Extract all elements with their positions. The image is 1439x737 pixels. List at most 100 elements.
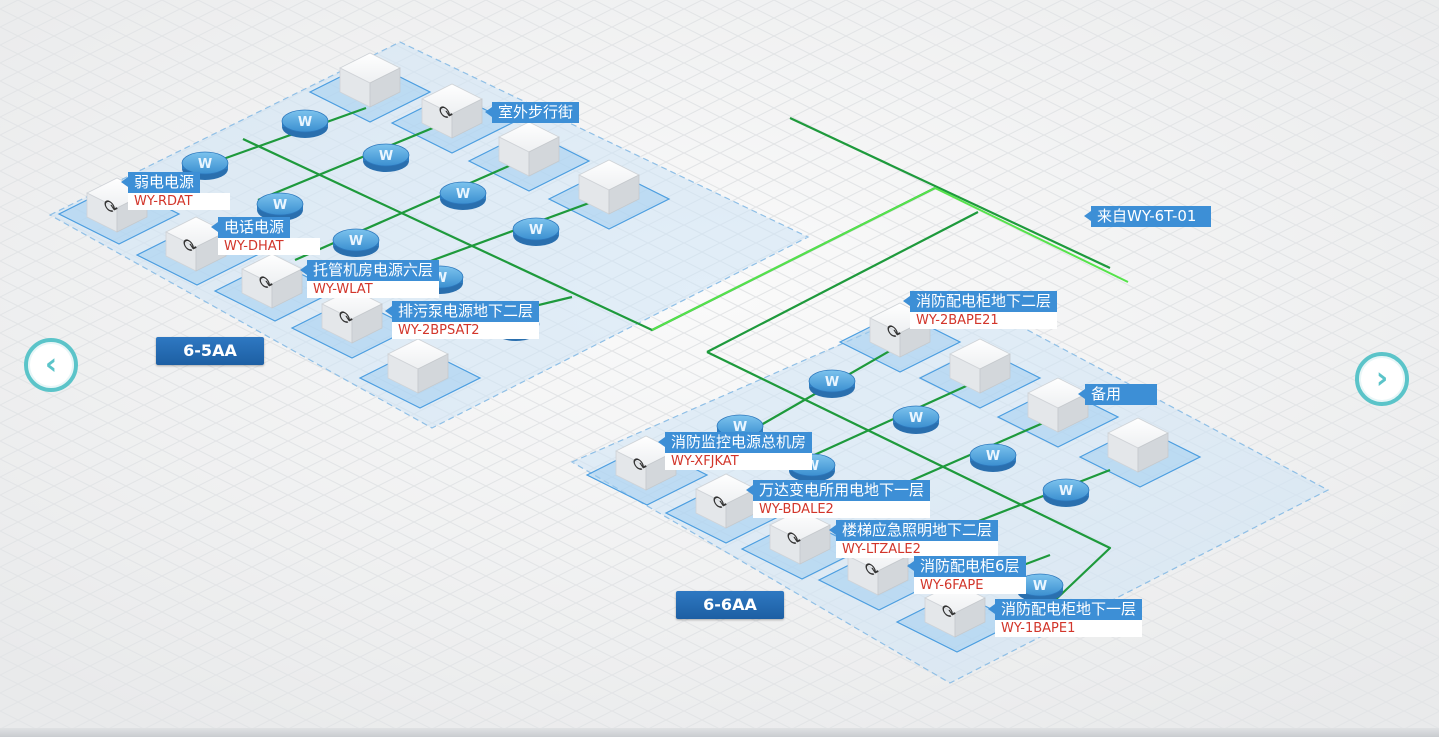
callout-pointer bbox=[121, 177, 128, 187]
outdoor-label[interactable]: 室外步行街 bbox=[485, 102, 580, 123]
w-glyph: W bbox=[273, 198, 287, 213]
router-icon: W bbox=[808, 369, 856, 398]
device-label[interactable]: 电话电源 WY-DHAT bbox=[211, 217, 320, 255]
refresh-icon: ⟳ bbox=[713, 490, 727, 517]
zone-label-6-5AA[interactable]: 6-5AA bbox=[156, 337, 264, 365]
power-line bbox=[706, 211, 979, 353]
refresh-icon: ⟳ bbox=[865, 557, 879, 584]
router-icon: W bbox=[1016, 573, 1064, 602]
device-label[interactable]: 托管机房电源六层 WY-WLAT bbox=[300, 260, 440, 298]
device-label[interactable]: 消防配电柜地下二层 WY-2BAPE21 bbox=[903, 291, 1058, 329]
cabinet-device bbox=[339, 52, 401, 108]
w-glyph: W bbox=[825, 375, 839, 390]
device-name: 楼梯应急照明地下二层 bbox=[836, 520, 999, 541]
router-icon: W bbox=[892, 405, 940, 434]
device-code: WY-1BAPE1 bbox=[995, 620, 1143, 637]
device-code: WY-6FAPE bbox=[914, 577, 1026, 594]
zone-platform-6-5AA bbox=[48, 41, 810, 429]
switch-device: ⟳ bbox=[615, 435, 677, 491]
device-code: WY-XFJKAT bbox=[665, 453, 813, 470]
w-glyph: W bbox=[379, 149, 393, 164]
cabinet-device bbox=[387, 338, 449, 394]
device-name: 消防监控电源总机房 bbox=[665, 432, 813, 453]
w-glyph: W bbox=[298, 115, 312, 130]
incoming-feed-name: 来自WY-6T-01 bbox=[1091, 206, 1211, 227]
zone-label-6-6AA[interactable]: 6-6AA bbox=[676, 591, 784, 619]
device-name: 弱电电源 bbox=[128, 172, 201, 193]
device-name: 排污泵电源地下二层 bbox=[392, 301, 540, 322]
refresh-icon: ⟳ bbox=[339, 305, 353, 332]
cabinet-device bbox=[498, 121, 560, 177]
router-icon: W bbox=[969, 443, 1017, 472]
spare-label[interactable]: 备用 bbox=[1078, 384, 1157, 405]
device-code: WY-DHAT bbox=[218, 238, 320, 255]
refresh-icon: ⟳ bbox=[104, 194, 118, 221]
device-code: WY-RDAT bbox=[128, 193, 230, 210]
switch-device: ⟳ bbox=[421, 83, 483, 139]
w-glyph: W bbox=[198, 157, 212, 172]
callout-pointer bbox=[903, 296, 910, 306]
device-label[interactable]: 万达变电所用电地下一层 WY-BDALE2 bbox=[746, 480, 931, 518]
w-glyph: W bbox=[349, 234, 363, 249]
power-line bbox=[789, 117, 1111, 269]
power-line bbox=[789, 380, 976, 468]
router-icon: W bbox=[1042, 478, 1090, 507]
device-label[interactable]: 楼梯应急照明地下二层 WY-LTZALE2 bbox=[829, 520, 999, 558]
router-icon: W bbox=[362, 143, 410, 172]
device-code: WY-2BAPE21 bbox=[910, 312, 1058, 329]
callout-pointer bbox=[211, 222, 218, 232]
callout-pointer bbox=[1084, 211, 1091, 221]
refresh-icon: ⟳ bbox=[439, 100, 453, 127]
w-glyph: W bbox=[1059, 484, 1073, 499]
power-line bbox=[257, 123, 441, 202]
callout-pointer bbox=[746, 485, 753, 495]
router-icon: W bbox=[512, 217, 560, 246]
callout-pointer bbox=[1078, 389, 1085, 399]
device-name: 消防配电柜6层 bbox=[914, 556, 1026, 577]
callout-pointer bbox=[658, 437, 665, 447]
device-name: 消防配电柜地下一层 bbox=[995, 599, 1143, 620]
router-icon: W bbox=[181, 151, 229, 180]
callout-pointer bbox=[385, 306, 392, 316]
outdoor-name: 室外步行街 bbox=[492, 102, 580, 123]
device-name: 电话电源 bbox=[218, 217, 291, 238]
router-icon: W bbox=[281, 109, 329, 138]
w-glyph: W bbox=[456, 187, 470, 202]
refresh-icon: ⟳ bbox=[633, 452, 647, 479]
callout-pointer bbox=[300, 265, 307, 275]
cabinet-device bbox=[1027, 377, 1089, 433]
device-label[interactable]: 消防配电柜6层 WY-6FAPE bbox=[907, 556, 1026, 594]
device-code: WY-2BPSAT2 bbox=[392, 322, 540, 339]
chevron-left-icon: ‹ bbox=[44, 347, 58, 382]
next-page-button[interactable]: › bbox=[1355, 352, 1409, 406]
device-code: WY-WLAT bbox=[307, 281, 440, 298]
device-label[interactable]: 排污泵电源地下二层 WY-2BPSAT2 bbox=[385, 301, 540, 339]
power-line bbox=[651, 187, 936, 331]
device-label[interactable]: 消防监控电源总机房 WY-XFJKAT bbox=[658, 432, 813, 470]
callout-pointer bbox=[485, 107, 492, 117]
callout-pointer bbox=[829, 525, 836, 535]
switch-device: ⟳ bbox=[241, 253, 303, 309]
device-name: 托管机房电源六层 bbox=[307, 260, 440, 281]
incoming-feed-label[interactable]: 来自WY-6T-01 bbox=[1084, 206, 1211, 227]
w-glyph: W bbox=[1033, 579, 1047, 594]
w-glyph: W bbox=[986, 449, 1000, 464]
callout-pointer bbox=[907, 561, 914, 571]
device-label[interactable]: 弱电电源 WY-RDAT bbox=[121, 172, 230, 210]
w-glyph: W bbox=[909, 411, 923, 426]
router-icon: W bbox=[332, 228, 380, 257]
device-label[interactable]: 消防配电柜地下一层 WY-1BAPE1 bbox=[988, 599, 1143, 637]
device-code: WY-LTZALE2 bbox=[836, 541, 999, 558]
w-glyph: W bbox=[733, 420, 747, 435]
power-line bbox=[706, 351, 1112, 606]
refresh-icon: ⟳ bbox=[183, 233, 197, 260]
prev-page-button[interactable]: ‹ bbox=[24, 338, 78, 392]
cabinet-device bbox=[578, 159, 640, 215]
chevron-right-icon: › bbox=[1375, 361, 1389, 396]
power-line bbox=[934, 187, 1129, 283]
cabinet-device bbox=[949, 338, 1011, 394]
callout-pointer bbox=[988, 604, 995, 614]
